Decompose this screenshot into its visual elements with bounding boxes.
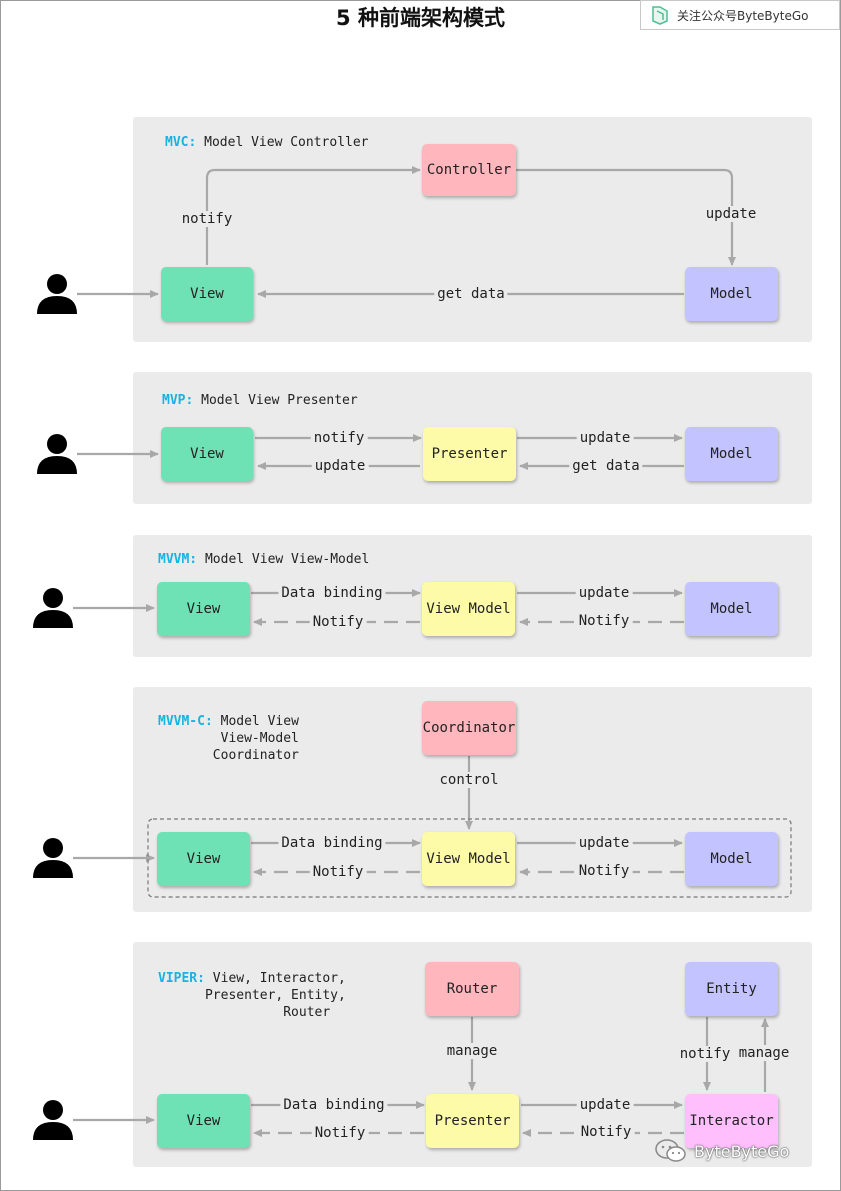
mvp-title: MVP: Model View Presenter [162,392,358,409]
mvc-title: MVC: Model View Controller [165,134,369,151]
page-title: 5 种前端架构模式 [336,6,505,30]
user-icon [33,1100,73,1140]
bytebytego-logo-icon [652,6,668,25]
viper-interactor-box: Interactor [685,1094,778,1148]
mvc-getdata-label: get data [434,286,508,302]
user-icon [37,434,77,474]
mvp-model-box: Model [685,427,778,481]
mvp-name: Model View Presenter [193,393,358,408]
viper-update-label: update [576,1097,634,1113]
viper-title: VIPER: View, Interactor, Presenter, Enti… [158,970,346,1021]
mvvm-update-label: update [575,585,633,601]
mvvmc-notify-left-label: Notify [309,864,367,880]
mvvm-viewmodel-box: View Model [422,582,515,636]
viper-entity-box: Entity [685,962,778,1016]
watermark-text: ByteByteGo [694,1141,790,1161]
mvvmc-model-box: Model [685,832,778,886]
mvp-update-right-label: update [576,430,634,446]
mvvmc-view-box: View [157,832,250,886]
mvvmc-name: Model View View-Model Coordinator [212,714,299,763]
user-icon [37,274,77,314]
viper-manage-right-label: manage [735,1045,793,1061]
mvc-name: Model View Controller [196,135,369,150]
mvvm-model-box: Model [685,582,778,636]
mvp-abbr: MVP: [162,393,194,408]
mvc-view-box: View [161,267,253,321]
viper-abbr: VIPER: [158,971,205,986]
mvp-presenter-box: Presenter [423,427,516,481]
viper-router-box: Router [425,962,519,1016]
mvvmc-databinding-label: Data binding [278,835,386,851]
mvp-view-box: View [161,427,253,481]
viper-name: View, Interactor, Presenter, Entity, Rou… [204,971,346,1020]
mvvmc-coordinator-box: Coordinator [422,701,516,755]
watermark: ByteByteGo [654,1138,789,1164]
mvvmc-update-label: update [575,835,633,851]
mvvm-title: MVVM: Model View View-Model [158,551,369,568]
viper-notify-up-label: notify [676,1046,734,1062]
viewmodel-group-border [147,818,792,898]
viper-manage-left-label: manage [443,1043,501,1059]
mvp-notify-label: notify [310,430,368,446]
mvvmc-control-label: control [436,772,502,788]
viper-presenter-box: Presenter [426,1094,519,1148]
mvc-notify-label: notify [178,211,236,227]
mvc-model-box: Model [685,267,778,321]
mvvm-name: Model View View-Model [197,552,370,567]
mvc-update-label: update [702,206,760,222]
viper-notify-right-label: Notify [577,1124,635,1140]
mvvmc-notify-right-label: Notify [575,863,633,879]
mvvm-notify-left-label: Notify [309,614,367,630]
viper-notify-left-label: Notify [311,1125,369,1141]
wechat-badge[interactable]: 关注公众号ByteByteGo [640,0,840,30]
user-icon [33,588,73,628]
wechat-icon [655,1139,686,1162]
mvvm-notify-right-label: Notify [575,613,633,629]
mvp-update-left-label: update [311,458,369,474]
mvvmc-title: MVVM-C: Model View View-Model Coordinato… [158,713,299,764]
mvc-controller-box: Controller [422,144,516,196]
viper-databinding-label: Data binding [280,1097,388,1113]
mvvm-abbr: MVVM: [158,552,198,567]
mvvm-databinding-label: Data binding [278,585,386,601]
user-icon [33,838,73,878]
mvvm-view-box: View [157,582,250,636]
mvc-abbr: MVC: [165,135,197,150]
mvp-getdata-label: get data [569,458,643,474]
badge-text: 关注公众号ByteByteGo [677,8,809,23]
viper-view-box: View [157,1094,250,1148]
mvvmc-viewmodel-box: View Model [422,832,515,886]
mvvmc-abbr: MVVM-C: [158,714,213,729]
